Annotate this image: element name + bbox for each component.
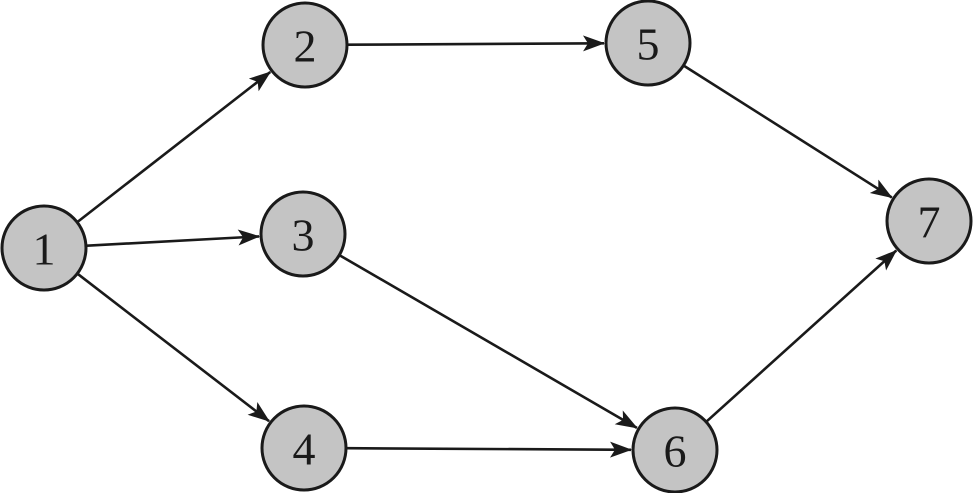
node-7: 7	[885, 177, 973, 265]
node-label-1: 1	[33, 223, 56, 274]
edge-1-to-4	[77, 273, 270, 423]
node-label-6: 6	[664, 425, 687, 476]
edge-3-to-6	[339, 254, 638, 430]
edge-1-to-2	[77, 70, 272, 223]
edge-6-to-7	[706, 249, 898, 423]
node-circle-5	[604, 0, 692, 87]
node-label-4: 4	[293, 423, 316, 474]
node-circle-1	[0, 204, 88, 292]
edge-1-to-3	[86, 229, 261, 247]
node-label-7: 7	[918, 196, 941, 247]
node-circle-3	[259, 190, 347, 278]
node-circle-2	[261, 1, 349, 89]
node-1: 1	[0, 204, 88, 292]
node-5: 5	[604, 0, 692, 87]
node-label-5: 5	[637, 18, 660, 69]
node-3: 3	[259, 190, 347, 278]
node-circle-7	[885, 177, 973, 265]
node-circle-4	[260, 404, 348, 492]
node-4: 4	[260, 404, 348, 492]
node-2: 2	[261, 1, 349, 89]
node-label-2: 2	[294, 20, 317, 71]
edge-5-to-7	[683, 64, 893, 199]
edge-4-to-6	[346, 441, 632, 458]
node-label-3: 3	[292, 209, 315, 260]
edges-layer	[77, 35, 898, 458]
edge-2-to-5	[347, 35, 605, 52]
node-circle-6	[631, 406, 719, 493]
node-6: 6	[631, 406, 719, 493]
